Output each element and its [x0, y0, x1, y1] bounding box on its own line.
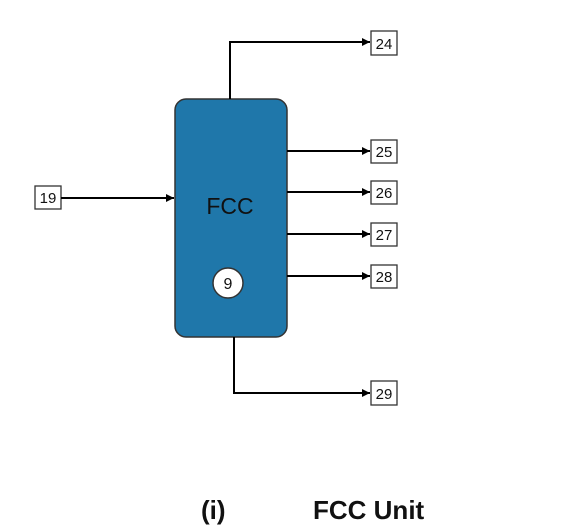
stream-28-label: 28: [376, 269, 393, 286]
bottom-output-arrow: [233, 337, 370, 397]
stream-26-box: [370, 180, 398, 205]
stream-26-label: 26: [376, 185, 393, 202]
stream-27-box: [370, 222, 398, 247]
stream-19-label: 19: [40, 190, 57, 207]
stream-25-label: 25: [376, 144, 393, 161]
unit-number-badge: [212, 267, 244, 299]
caption-number: (i): [201, 495, 226, 525]
stream-29-box: [370, 380, 398, 406]
stream-25-box: [370, 139, 398, 164]
unit-number-label: 9: [224, 276, 233, 293]
fcc-unit-label: FCC: [206, 193, 253, 219]
caption-title: FCC Unit: [313, 495, 425, 525]
stream-28-box: [370, 264, 398, 289]
stream-24-label: 24: [376, 36, 393, 53]
stream-27-label: 27: [376, 227, 393, 244]
stream-29-label: 29: [376, 386, 393, 403]
stream-24-box: [370, 30, 398, 56]
top-output-arrow: [229, 38, 370, 99]
